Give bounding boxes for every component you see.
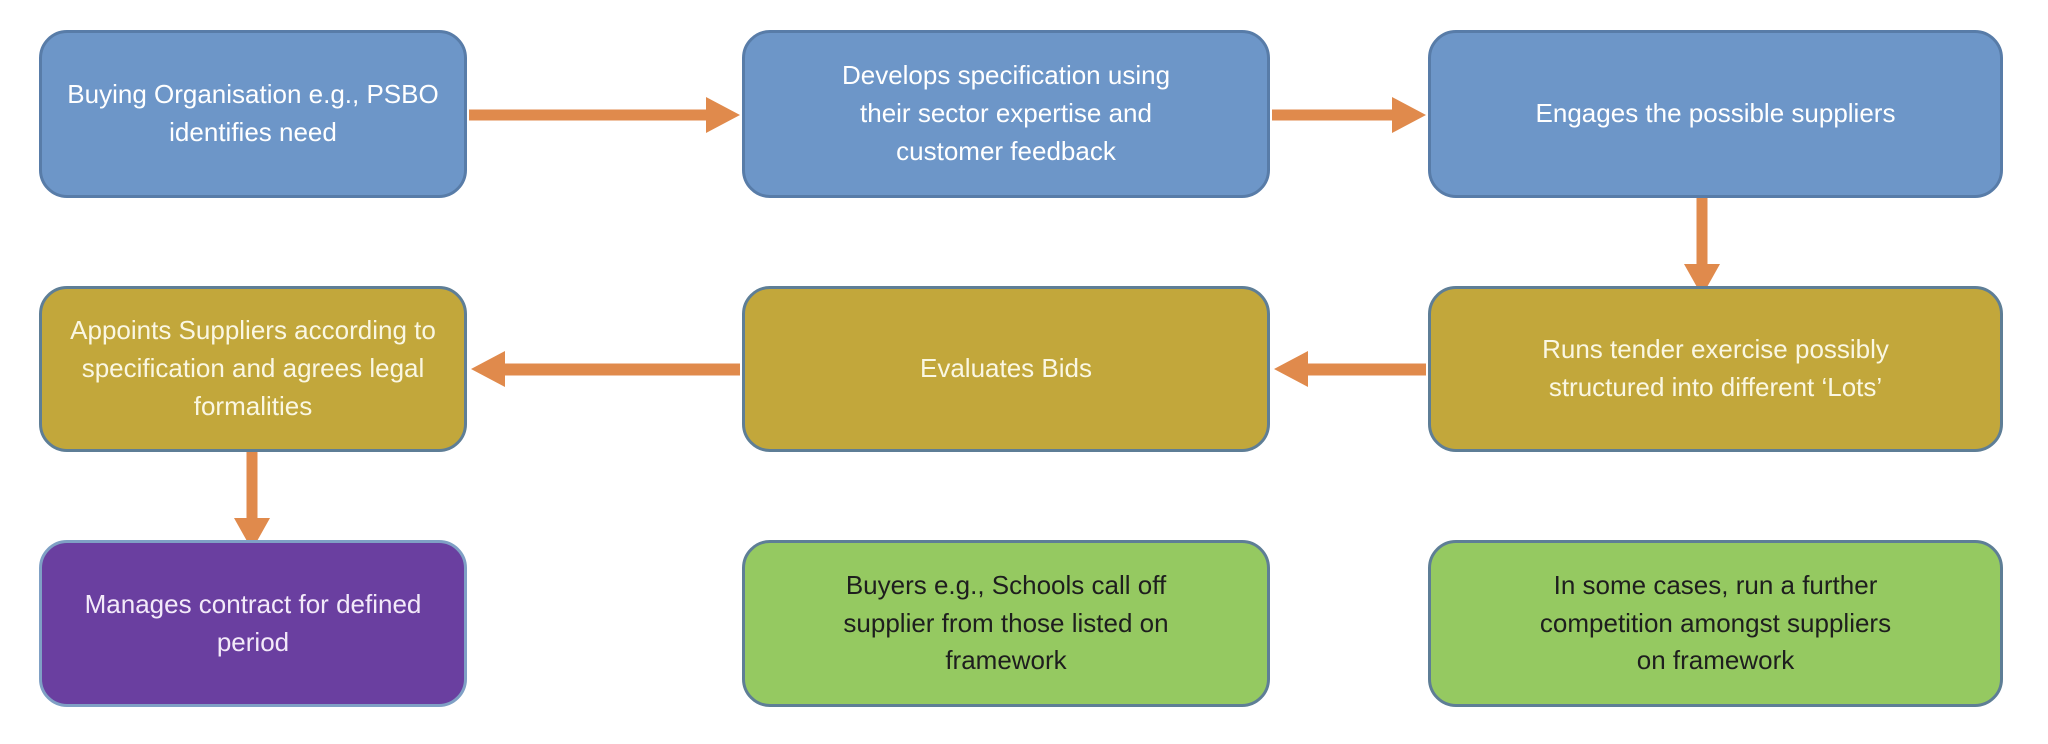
flow-box-evaluates-bids: Evaluates Bids [742, 286, 1270, 452]
arrow-runs-tender-to-evaluates-icon [1274, 351, 1426, 387]
flow-box-appoints-suppliers: Appoints Suppliers according to specific… [39, 286, 467, 452]
flow-box-label: Runs tender exercise possibly structured… [1542, 334, 1889, 402]
flow-box-label: Buyers e.g., Schools call off supplier f… [843, 569, 1169, 676]
arrow-evaluates-to-appoints-icon [471, 351, 740, 387]
flow-box-label: Buying Organisation e.g., PSBO identifie… [67, 79, 439, 147]
flow-box-label: Evaluates Bids [920, 353, 1092, 384]
flow-box-runs-tender: Runs tender exercise possibly structured… [1428, 286, 2003, 452]
flow-box-buyers-call-off: Buyers e.g., Schools call off supplier f… [742, 540, 1270, 707]
arrow-engages-to-runs-tender-icon [1684, 198, 1720, 296]
arrow-appoints-to-manages-icon [234, 452, 270, 550]
flow-box-further-competition: In some cases, run a further competition… [1428, 540, 2003, 707]
flow-box-label: Manages contract for defined period [84, 588, 422, 657]
flow-box-manages-contract: Manages contract for defined period [39, 540, 467, 707]
flow-box-label: Develops specification using their secto… [841, 60, 1171, 166]
flow-box-engages-suppliers: Engages the possible suppliers [1428, 30, 2003, 198]
flow-box-label: Appoints Suppliers according to specific… [70, 315, 436, 421]
flow-box-identifies-need: Buying Organisation e.g., PSBO identifie… [39, 30, 467, 198]
flow-box-develops-specification: Develops specification using their secto… [742, 30, 1270, 198]
arrow-identifies-to-develops-icon [469, 97, 740, 133]
flow-box-label: In some cases, run a further competition… [1539, 569, 1892, 676]
flow-box-label: Engages the possible suppliers [1535, 98, 1896, 129]
arrow-develops-to-engages-icon [1272, 97, 1426, 133]
